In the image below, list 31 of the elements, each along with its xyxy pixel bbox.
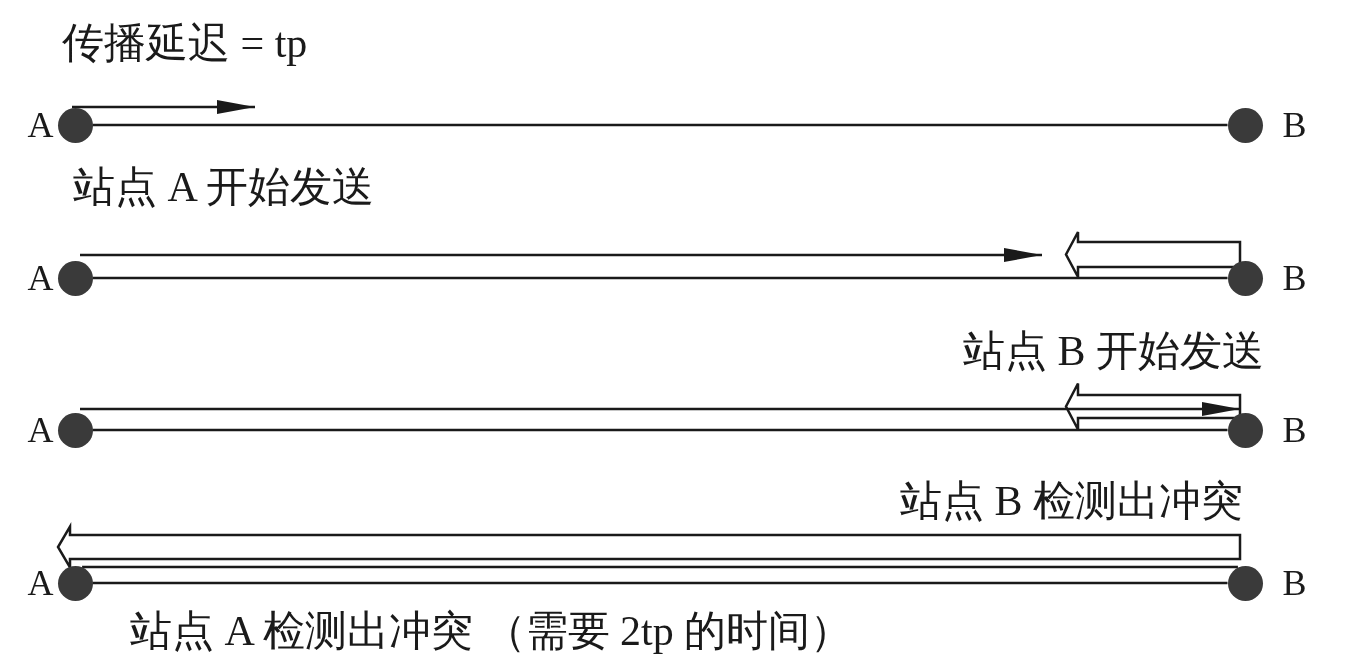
cable-line	[92, 276, 1228, 280]
station-label: B	[1282, 565, 1307, 601]
station-label: B	[1282, 412, 1307, 448]
station-dot	[57, 260, 93, 296]
signal-arrow	[80, 402, 1240, 416]
station-label: A	[27, 412, 54, 448]
station-dot	[1227, 107, 1263, 143]
annotation-text: 站点 B 检测出冲突	[900, 480, 1243, 522]
station-dot	[57, 107, 93, 143]
station-label: B	[1282, 107, 1307, 143]
hollow-arrow	[1064, 230, 1242, 279]
station-dot	[57, 565, 93, 601]
cable-line	[92, 581, 1228, 585]
annotation-text: 站点 A 开始发送	[73, 166, 374, 208]
signal-arrow	[72, 100, 255, 114]
station-dot	[1227, 565, 1263, 601]
station-label: A	[27, 565, 54, 601]
annotation-text: 传播延迟 = tp	[62, 22, 308, 64]
station-dot	[57, 412, 93, 448]
hollow-arrow	[1064, 382, 1242, 431]
station-label: A	[27, 107, 54, 143]
station-label: A	[27, 260, 54, 296]
signal-line	[82, 565, 1238, 569]
station-dot	[1227, 412, 1263, 448]
station-label: B	[1282, 260, 1307, 296]
cable-line	[92, 123, 1228, 127]
cable-line	[92, 428, 1228, 432]
annotation-text: 站点 B 开始发送	[963, 330, 1264, 372]
annotation-text: 站点 A 检测出冲突 （需要 2tp 的时间）	[130, 610, 853, 652]
signal-arrow	[80, 248, 1042, 262]
station-dot	[1227, 260, 1263, 296]
